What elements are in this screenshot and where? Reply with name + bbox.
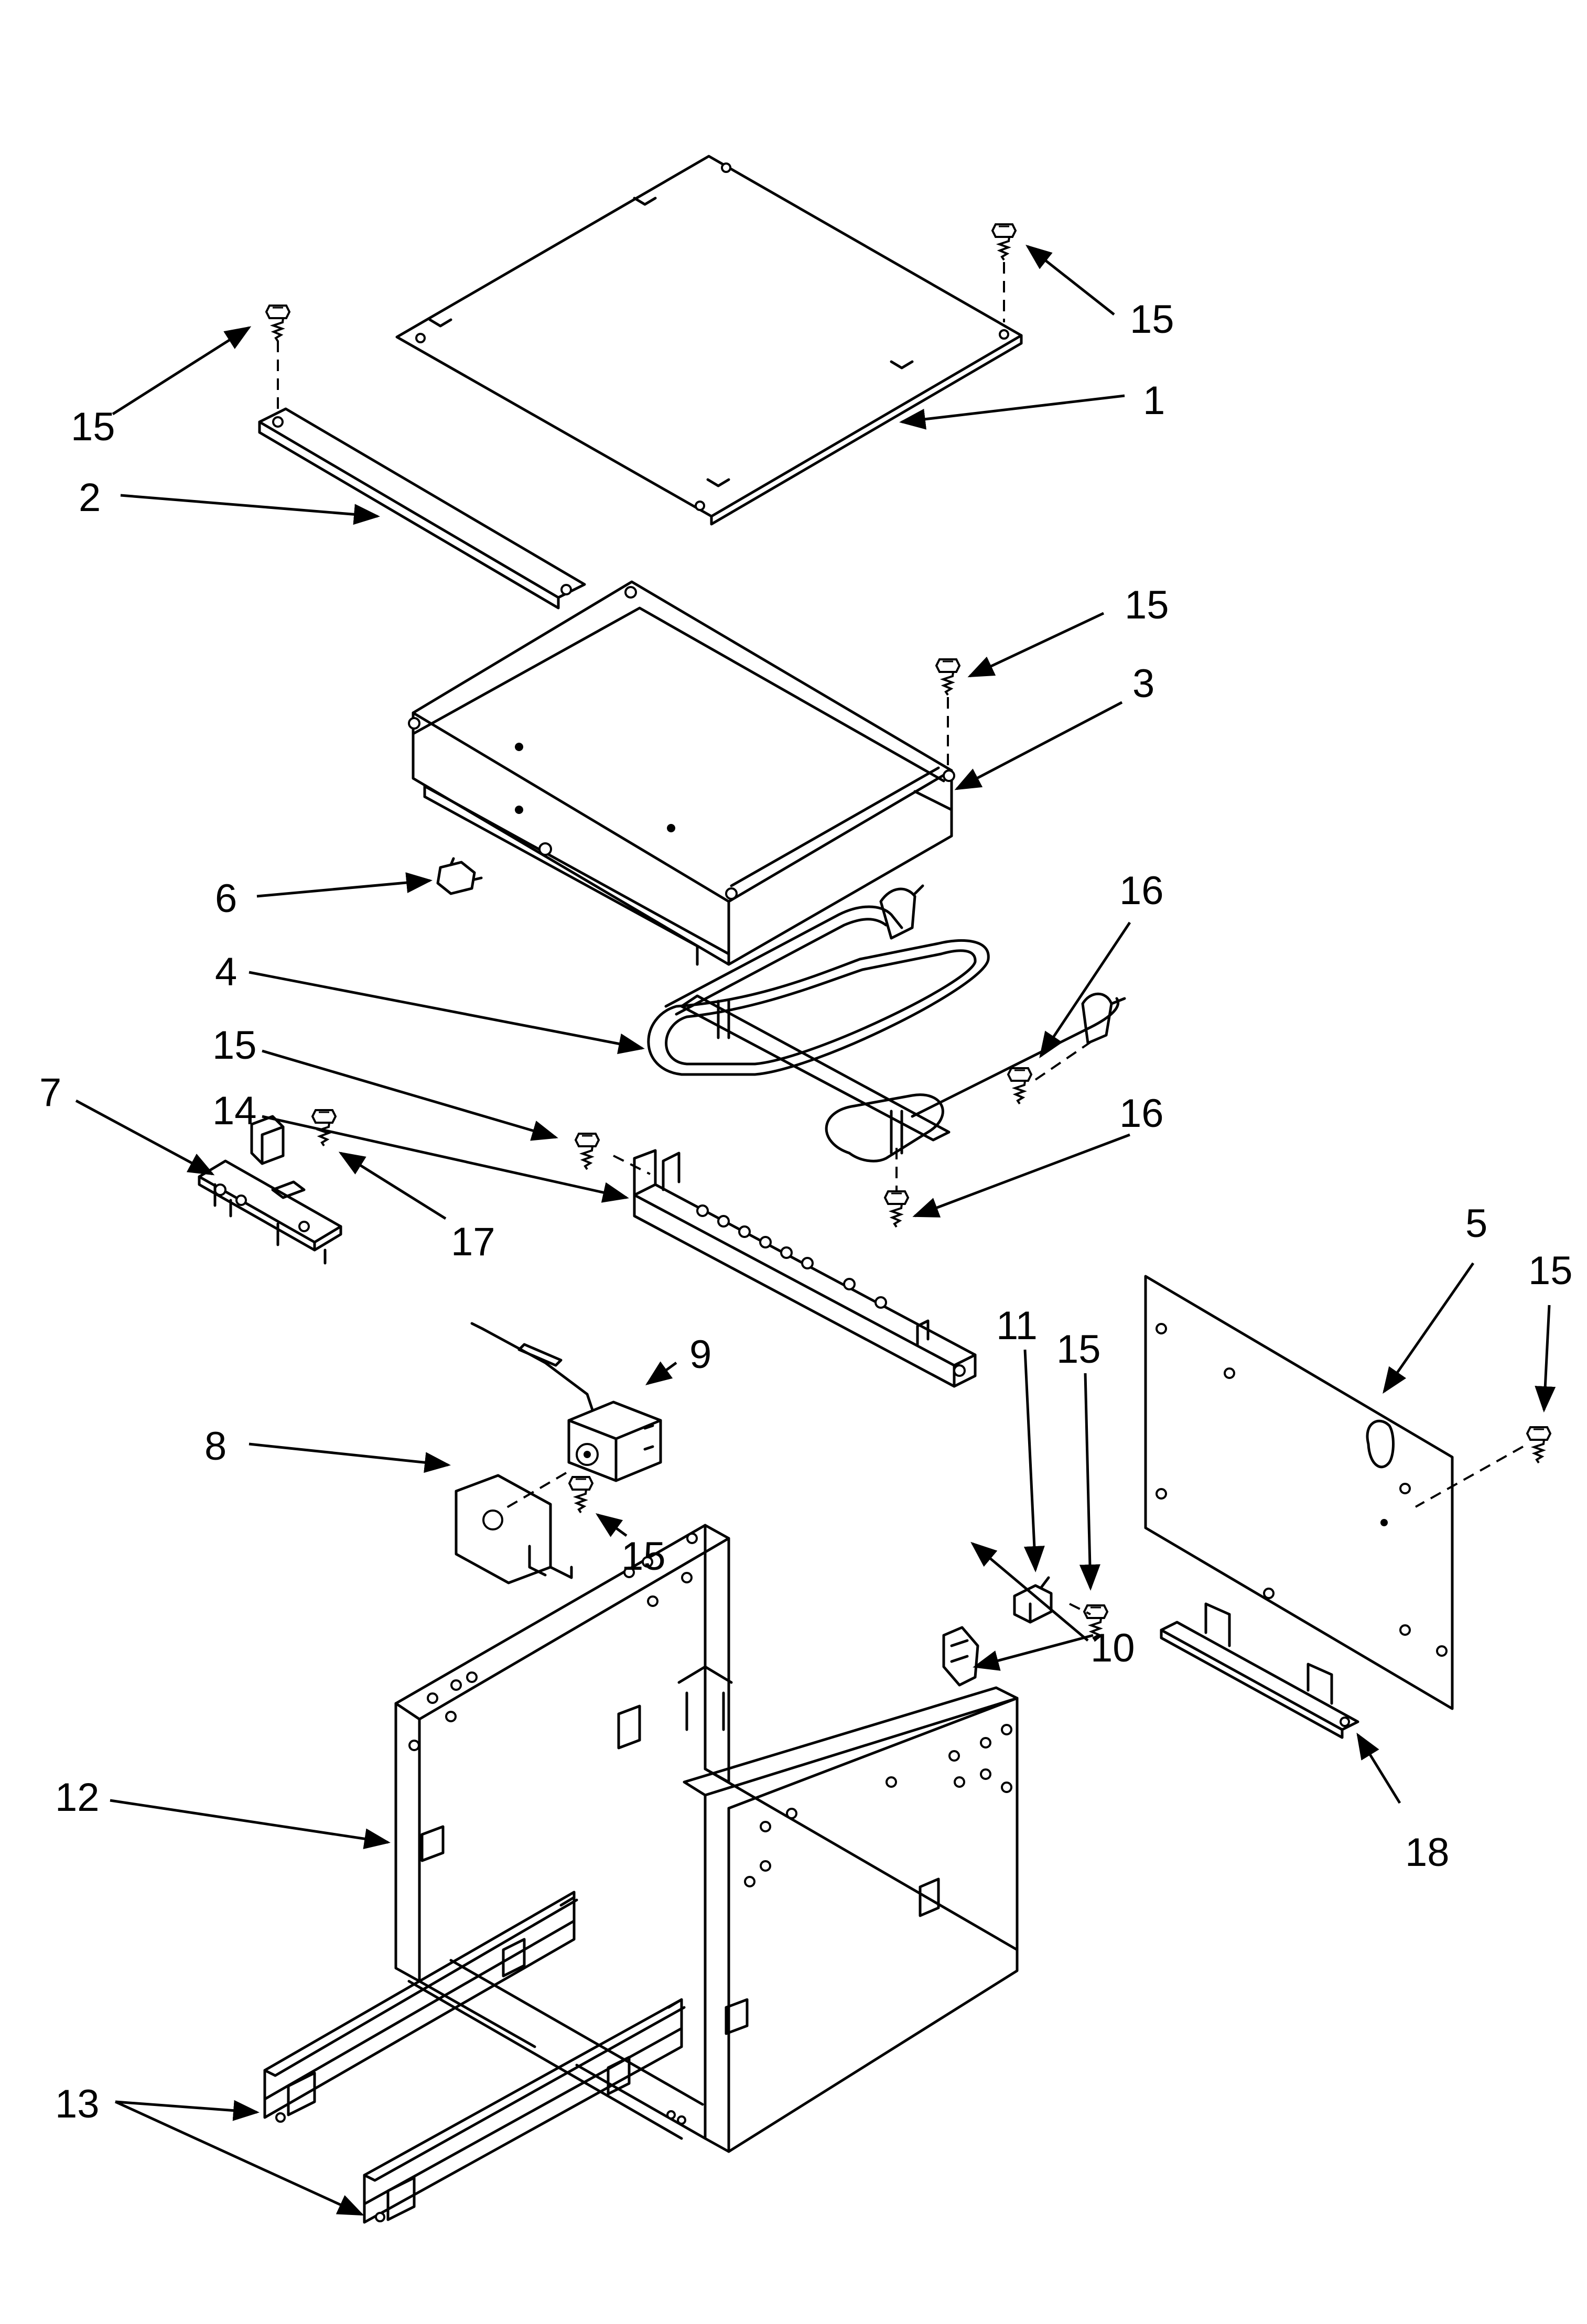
part-2-mounting-strip: [258, 407, 586, 610]
callout-9: 9: [689, 1332, 711, 1377]
screw-15-top-right: [991, 223, 1017, 261]
callout-15: 15: [1130, 297, 1174, 342]
callout-2: 2: [79, 475, 101, 520]
part-6-limit-switch: [436, 857, 483, 895]
part-10-spring-clip: [942, 1626, 979, 1687]
part-4-heating-element: [647, 884, 1126, 1163]
callout-13: 13: [55, 2082, 100, 2126]
housing-holes: [408, 1533, 1012, 2125]
leader-arrows: [75, 244, 1556, 2216]
callout-10: 10: [1091, 1626, 1135, 1670]
part-14-bracket: [633, 1149, 977, 1388]
callout-7: 7: [39, 1070, 61, 1115]
part-8-thermostat-bracket: [455, 1474, 573, 1584]
part-18-panel-bracket: [1160, 1602, 1359, 1739]
callout-3: 3: [1132, 661, 1154, 706]
part-12-cabinet-housing: [394, 1524, 1019, 2153]
bracket-holes: [696, 1204, 966, 1377]
callout-16: 16: [1119, 868, 1164, 913]
screw-15-thermostat: [568, 1476, 593, 1514]
part-11-clip: [1013, 1576, 1053, 1624]
alignment-lines: [277, 262, 1524, 1615]
callout-4: 4: [215, 950, 237, 994]
part-13-drawer-slides: [263, 1891, 704, 2224]
callout-15: 15: [1056, 1327, 1101, 1372]
callout-15: 15: [621, 1534, 666, 1579]
callout-11: 11: [996, 1304, 1038, 1348]
callout-15: 15: [212, 1023, 257, 1068]
part-1-top-cover-plate: [395, 155, 1023, 526]
part-3-tray-chassis: [408, 580, 955, 966]
callout-16: 16: [1119, 1091, 1164, 1136]
screw-16-element-b: [884, 1190, 909, 1228]
callout-15: 15: [1125, 583, 1169, 627]
callout-18: 18: [1405, 1830, 1450, 1875]
callout-1: 1: [1143, 378, 1165, 423]
callout-6: 6: [215, 876, 237, 921]
screw-15-tray: [935, 658, 960, 696]
part-5-side-panel: [1144, 1275, 1454, 1710]
part-7-control-board: [198, 1115, 342, 1265]
callout-labels: 15 15 1 2 15 3 6 4 16 15 14 16 7 17 9 8 …: [39, 297, 1573, 2126]
screw-15-top-left: [265, 305, 290, 342]
callout-14: 14: [212, 1089, 257, 1133]
screw-15-panel: [1526, 1426, 1551, 1464]
screw-15-bracket: [575, 1133, 600, 1170]
screw-16-element-a: [1007, 1067, 1032, 1105]
callout-12: 12: [55, 1775, 100, 1820]
callout-8: 8: [204, 1424, 226, 1469]
callout-15: 15: [71, 405, 115, 449]
callout-15: 15: [1528, 1248, 1573, 1293]
part-9-thermostat: [470, 1322, 662, 1482]
callout-5: 5: [1465, 1201, 1487, 1246]
callout-17: 17: [451, 1220, 495, 1264]
